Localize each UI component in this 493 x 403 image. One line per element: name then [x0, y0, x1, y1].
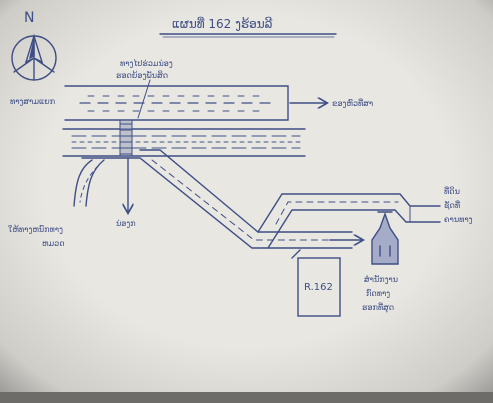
north-compass-icon [11, 33, 57, 81]
label-branch-note-1: ທາງໄປຮ່ວມນ່ອງ [120, 57, 173, 68]
upper-road [64, 85, 289, 121]
diagonal-road [81, 149, 353, 249]
label-shrine-3: ຮອກທີ່ສຸດ [362, 302, 394, 314]
shrine-icon [371, 211, 399, 265]
lower-left-road [73, 159, 105, 207]
hatched-crossing [119, 119, 133, 157]
label-lower-left-2: ຫມວດ [42, 239, 65, 248]
label-right-3: ຄານທາງ [444, 215, 473, 224]
label-west-origin: ທາງສາມແຍກ [10, 97, 55, 106]
label-shrine-2: ກົດທາງ [366, 288, 390, 298]
label-east-upper: ຂອງຫົວທີ່ສາ [332, 98, 373, 108]
north-label: N [24, 10, 34, 26]
building-r162 [291, 249, 341, 317]
building-label: R.162 [304, 282, 333, 293]
map-title: ແຜນທີ່ 162 ງຮ້ອນລີ [172, 16, 272, 31]
label-lower-left-1: ໃຫ້ທາງຫນົກທາງ [8, 224, 63, 234]
branch-note-pointer [137, 79, 151, 119]
label-down-arrow: ນ່ອງກ [116, 218, 136, 228]
label-right-1: ທີ່ດິນ [444, 186, 460, 196]
label-branch-note-2: ຮອດຍ້ອງພັນສິດ [116, 70, 168, 80]
paper-dark-edge [0, 392, 493, 403]
right-upper-road [257, 193, 441, 249]
label-right-2: ຊັດທີ່ [444, 200, 460, 211]
label-shrine-1: ສຳນັກງານ [364, 274, 398, 284]
main-road [62, 128, 306, 157]
